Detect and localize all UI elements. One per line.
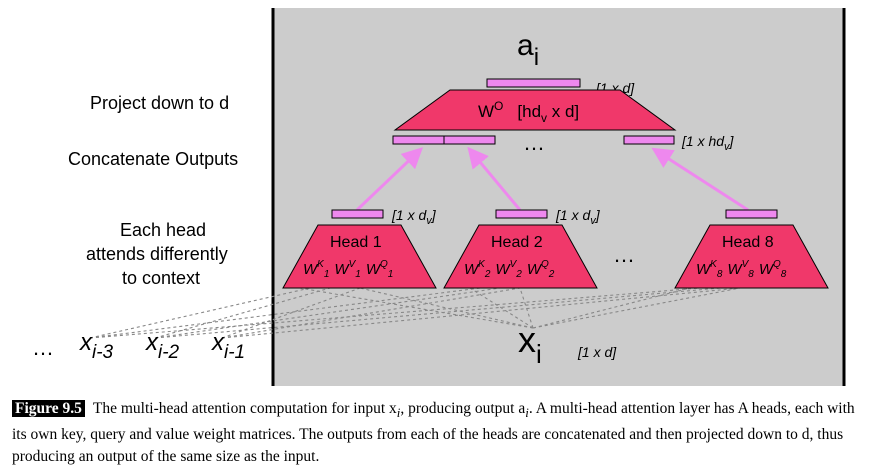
caption-text-1: The multi-head attention computation for… <box>92 400 397 417</box>
projection-label: WO[hdv x d] <box>478 99 579 125</box>
input-dim: [1 x d] <box>577 344 617 360</box>
head-8-title: Head 8 <box>722 234 774 251</box>
output-symbol: ai <box>517 29 539 71</box>
input-token-current: xi <box>518 319 542 369</box>
head-2-trapezoid <box>443 224 598 289</box>
output-bar <box>486 78 581 88</box>
concat-dim: [1 x hdv] <box>681 133 735 153</box>
head-1-dim: [1 x dv] <box>391 207 437 227</box>
label-concatenate: Concatenate Outputs <box>68 149 238 169</box>
head-2-dim: [1 x dv] <box>555 207 601 227</box>
arrow-head-2 <box>467 146 522 211</box>
input-connections <box>89 287 741 339</box>
caption-sub-1: i <box>396 405 401 421</box>
input-token-i-3: xi-3 <box>79 329 114 363</box>
label-each-head: Each head <box>120 220 206 240</box>
arrow-head-8 <box>651 147 749 212</box>
head-1-output-bar <box>331 209 384 219</box>
inputs-ellipsis: … <box>32 335 54 360</box>
head-8-output-bar <box>725 209 778 219</box>
concat-ellipsis: … <box>523 130 545 155</box>
concat-bar-2 <box>443 135 496 145</box>
label-project-down: Project down to d <box>90 93 229 113</box>
head-1-title: Head 1 <box>330 234 382 251</box>
input-token-i-2: xi-2 <box>145 329 180 363</box>
diagram-panel <box>273 8 844 386</box>
figure-caption: Figure 9.5 The multi-head attention compu… <box>12 398 857 468</box>
head-1-trapezoid <box>282 224 437 289</box>
caption-sub-2: i <box>525 405 529 421</box>
head-2-output-bar <box>495 209 548 219</box>
concat-bar-1 <box>392 135 445 145</box>
head-2-title: Head 2 <box>491 234 543 251</box>
heads-ellipsis: … <box>613 242 635 267</box>
label-context: to context <box>122 268 200 288</box>
multihead-attention-diagram: Project down to d Concatenate Outputs Ea… <box>32 8 846 386</box>
projection-trapezoid <box>393 89 677 131</box>
caption-text-3: . A multi-head attention layer has A hea… <box>12 400 855 466</box>
concat-bar-8 <box>623 135 675 145</box>
head-8-trapezoid <box>674 224 829 289</box>
input-token-i-1: xi-1 <box>211 329 245 363</box>
label-attends: attends differently <box>86 244 228 264</box>
caption-text-2: , producing output a <box>400 400 526 417</box>
arrow-head-1 <box>355 147 424 212</box>
figure-label: Figure 9.5 <box>12 400 85 417</box>
